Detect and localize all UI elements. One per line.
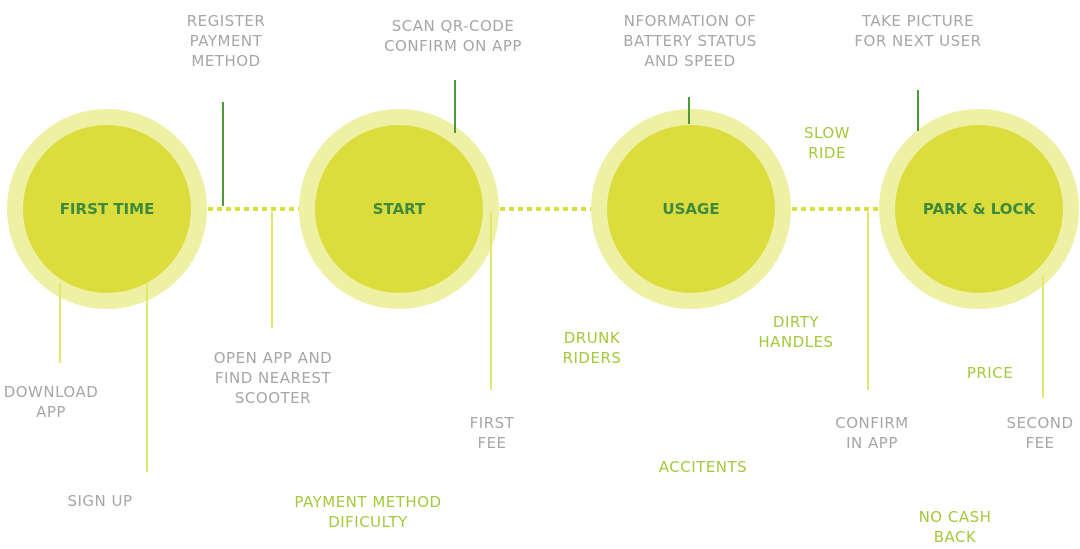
stage-label-usage: USAGE — [662, 200, 720, 218]
stage-label-start: START — [372, 200, 426, 218]
stage-first-time — [7, 109, 207, 309]
stage-label-first-time: FIRST TIME — [59, 200, 155, 218]
pain-accidents: ACCITENTS — [658, 458, 748, 476]
stage-usage — [591, 109, 791, 309]
pain-price: PRICE — [966, 364, 1014, 382]
stage-park-lock — [879, 109, 1079, 309]
stage-label-park-lock: PARK & LOCK — [922, 200, 1036, 218]
touchpoint-sign-up: SIGN UP — [67, 492, 133, 510]
stage-start — [299, 109, 499, 309]
